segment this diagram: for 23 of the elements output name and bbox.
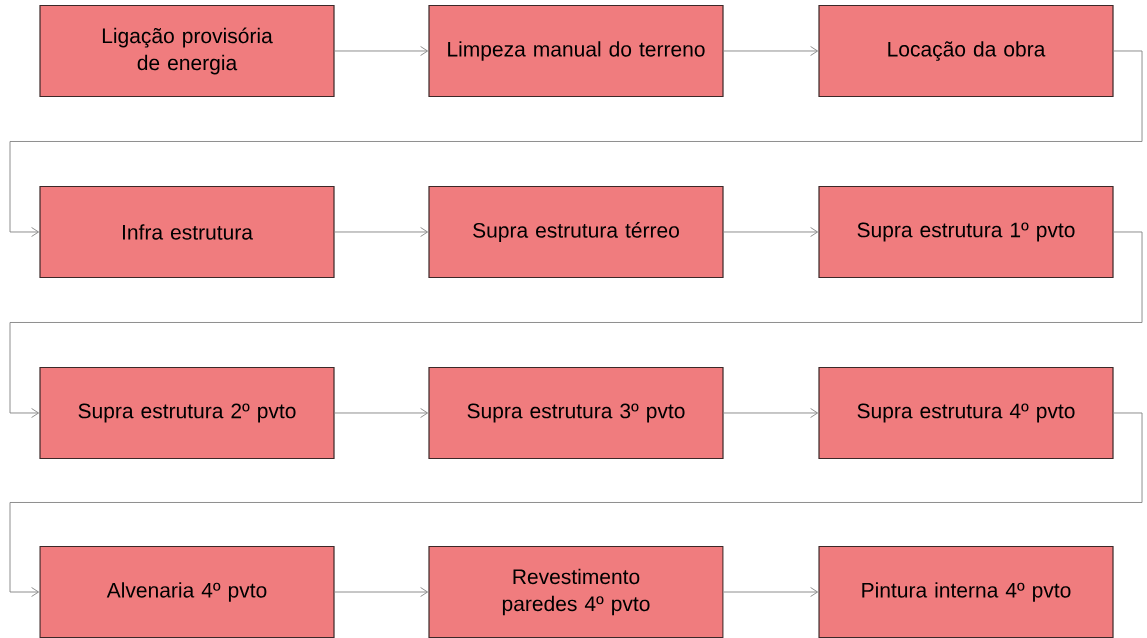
process-box: Supra estrutura 3º pvto <box>428 366 724 460</box>
arrow <box>334 46 429 56</box>
arrow <box>723 587 819 597</box>
process-box: Pintura interna 4º pvto <box>818 545 1114 638</box>
process-box: Revestimento paredes 4º pvto <box>428 545 724 638</box>
process-box: Ligação provisória de energia <box>39 4 335 98</box>
arrow <box>9 231 1143 418</box>
process-box: Supra estrutura 2º pvto <box>39 366 335 460</box>
arrow <box>723 46 819 56</box>
process-box: Limpeza manual do terreno <box>428 4 724 98</box>
process-box: Supra estrutura 4º pvto <box>818 366 1114 460</box>
arrow <box>723 227 819 237</box>
process-box: Supra estrutura térreo <box>428 185 724 279</box>
arrow <box>9 412 1143 597</box>
process-box: Supra estrutura 1º pvto <box>818 185 1114 279</box>
arrow <box>334 227 429 237</box>
arrow <box>723 408 819 418</box>
arrow <box>334 587 429 597</box>
process-box: Alvenaria 4º pvto <box>39 545 335 638</box>
process-box: Infra estrutura <box>39 185 335 279</box>
arrow <box>9 50 1143 237</box>
arrow <box>334 408 429 418</box>
process-box: Locação da obra <box>818 4 1114 98</box>
